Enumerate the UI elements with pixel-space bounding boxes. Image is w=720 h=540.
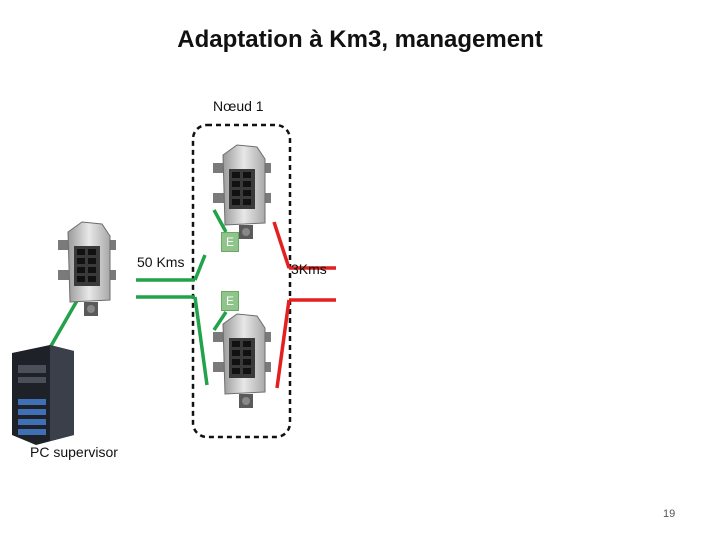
- slide-title: Adaptation à Km3, management: [177, 26, 543, 53]
- node-label: Nœud 1: [213, 98, 264, 114]
- link-right-upper: [272, 221, 291, 269]
- link-inner-upper: [212, 209, 228, 233]
- distance-left-label: 50 Kms: [137, 254, 185, 270]
- server-tower-icon: [12, 345, 74, 445]
- pc-supervisor-label: PC supervisor: [30, 444, 118, 460]
- link-inner-lower: [212, 311, 228, 331]
- page-number: 19: [663, 508, 676, 520]
- link-right-lower-drop: [275, 299, 291, 389]
- tag-e-lower: E: [221, 291, 239, 311]
- ethernet-switch-icon: [212, 313, 272, 409]
- link-left-lower-drop: [193, 296, 209, 386]
- ethernet-switch-icon: [57, 221, 117, 317]
- link-left-upper-rise: [193, 254, 207, 281]
- tag-e-upper: E: [221, 232, 239, 252]
- distance-right-label: 3Kms: [291, 261, 327, 277]
